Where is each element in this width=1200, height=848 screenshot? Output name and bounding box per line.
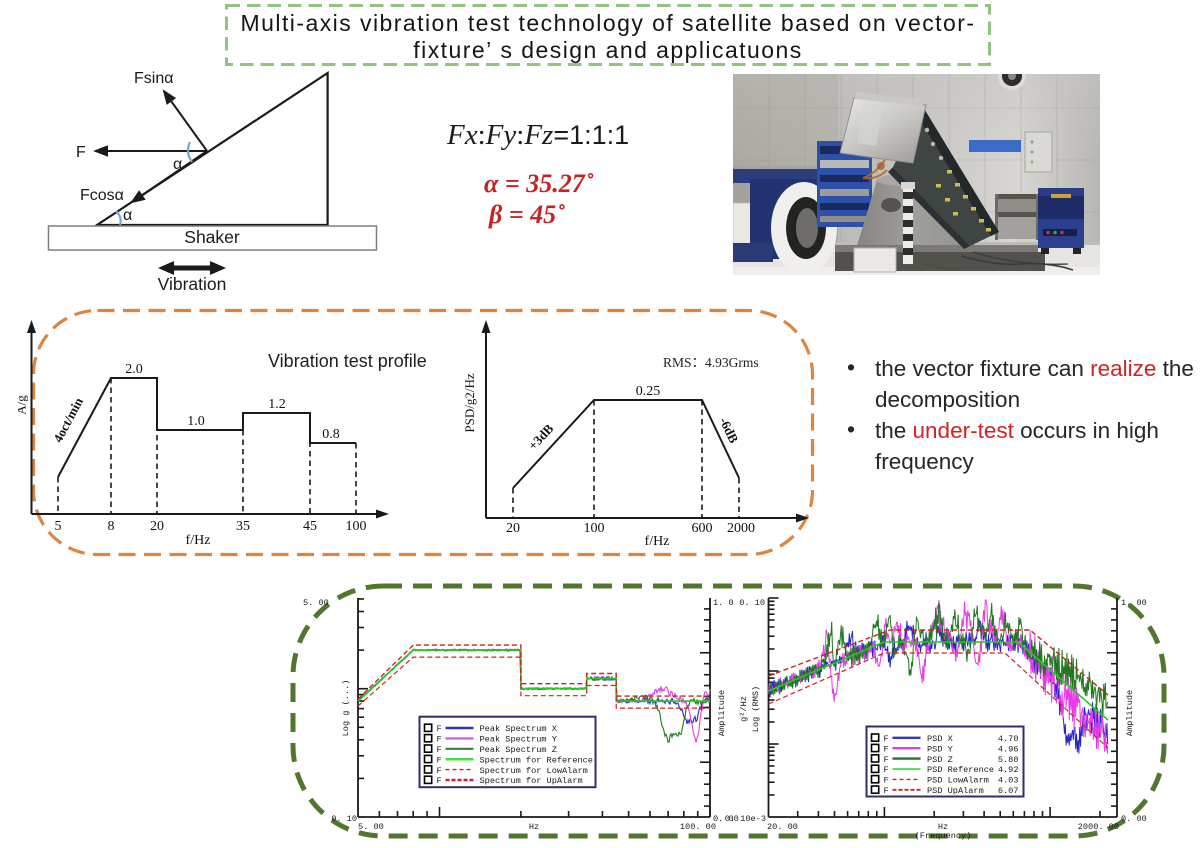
svg-text:F: F xyxy=(437,735,442,745)
svg-text:1. 0: 1. 0 xyxy=(713,598,734,608)
svg-text:A/g: A/g xyxy=(18,395,29,415)
svg-text:PSD Y: PSD Y xyxy=(927,744,953,754)
svg-text:F: F xyxy=(437,755,442,765)
svg-text:Log (RMS): Log (RMS) xyxy=(751,686,761,732)
svg-text:Log g (...): Log g (...) xyxy=(341,680,351,737)
svg-text:Spectrum for Reference: Spectrum for Reference xyxy=(480,755,593,765)
svg-text:5. 00: 5. 00 xyxy=(358,822,384,832)
svg-text:Spectrum for LowAlarm: Spectrum for LowAlarm xyxy=(480,766,588,776)
svg-text:45: 45 xyxy=(303,519,317,534)
svg-text:F: F xyxy=(437,724,442,734)
svg-text:F: F xyxy=(884,755,889,765)
svg-text:35: 35 xyxy=(236,519,250,534)
svg-text:PSD Reference: PSD Reference xyxy=(927,765,994,775)
svg-text:100: 100 xyxy=(584,521,605,536)
svg-text:PSD UpAlarm: PSD UpAlarm xyxy=(927,786,984,796)
svg-text:0. 10: 0. 10 xyxy=(331,814,357,824)
svg-text:0.25: 0.25 xyxy=(636,384,661,399)
svg-text:5: 5 xyxy=(55,519,62,534)
svg-text:Amplitude: Amplitude xyxy=(717,690,727,736)
svg-text:Peak Spectrum Z: Peak Spectrum Z xyxy=(480,745,557,755)
svg-text:F: F xyxy=(76,144,86,161)
svg-text:0. 00: 0. 00 xyxy=(1121,814,1147,824)
svg-text:0. 00: 0. 00 xyxy=(713,814,739,824)
svg-text:F: F xyxy=(437,766,442,776)
svg-text:PSD/g2/Hz: PSD/g2/Hz xyxy=(462,373,477,432)
svg-text:2.0: 2.0 xyxy=(125,362,143,377)
svg-text:Hz: Hz xyxy=(529,822,539,832)
svg-text:F: F xyxy=(884,786,889,796)
svg-text:20. 00: 20. 00 xyxy=(767,822,798,832)
svg-text:PSD Z: PSD Z xyxy=(927,755,953,765)
svg-text:600: 600 xyxy=(692,521,713,536)
svg-text:1.0: 1.0 xyxy=(187,414,205,429)
svg-text:5. 00: 5. 00 xyxy=(303,598,329,608)
svg-text:F: F xyxy=(437,776,442,786)
svg-text:Fsinα: Fsinα xyxy=(134,70,173,87)
svg-text:Vibration: Vibration xyxy=(158,274,227,294)
svg-text:Peak Spectrum X: Peak Spectrum X xyxy=(480,724,557,734)
svg-text:8: 8 xyxy=(108,519,115,534)
svg-text:+3dB: +3dB xyxy=(525,421,557,453)
svg-text:F: F xyxy=(884,744,889,754)
svg-text:20: 20 xyxy=(150,519,164,534)
svg-text:4.96: 4.96 xyxy=(998,744,1019,754)
svg-text:1.2: 1.2 xyxy=(268,397,286,412)
svg-text:F: F xyxy=(884,776,889,786)
svg-text:Amplitude: Amplitude xyxy=(1125,690,1135,736)
svg-text:f/Hz: f/Hz xyxy=(186,533,211,548)
svg-text:4oct/min: 4oct/min xyxy=(50,394,86,444)
svg-text:0. 10: 0. 10 xyxy=(739,598,765,608)
svg-text:F: F xyxy=(884,765,889,775)
svg-text:2000: 2000 xyxy=(727,521,755,536)
svg-text:g²/Hz: g²/Hz xyxy=(739,696,749,722)
svg-text:20: 20 xyxy=(506,521,520,536)
svg-text:Hz: Hz xyxy=(938,822,948,832)
svg-text:α: α xyxy=(123,207,132,224)
svg-text:4.92: 4.92 xyxy=(998,765,1019,775)
svg-text:0.8: 0.8 xyxy=(322,427,340,442)
svg-text:Spectrum for UpAlarm: Spectrum for UpAlarm xyxy=(480,776,583,786)
svg-text:F: F xyxy=(437,745,442,755)
svg-text:Shaker: Shaker xyxy=(184,227,240,247)
svg-text:PSD X: PSD X xyxy=(927,734,953,744)
svg-text:f/Hz: f/Hz xyxy=(645,534,670,549)
svg-text:5.80: 5.80 xyxy=(998,755,1019,765)
svg-text:Peak Spectrum Y: Peak Spectrum Y xyxy=(480,735,557,745)
svg-text:4.03: 4.03 xyxy=(998,776,1019,786)
svg-text:100. 00: 100. 00 xyxy=(680,822,716,832)
svg-text:6.07: 6.07 xyxy=(998,786,1019,796)
svg-text:0. 10e-3: 0. 10e-3 xyxy=(725,814,766,824)
svg-text:F: F xyxy=(884,734,889,744)
svg-text:2000. 00: 2000. 00 xyxy=(1078,822,1119,832)
svg-text:(Frequency): (Frequency) xyxy=(915,831,972,841)
svg-text:PSD LowAlarm: PSD LowAlarm xyxy=(927,776,989,786)
svg-text:1. 00: 1. 00 xyxy=(1121,598,1147,608)
svg-text:4.70: 4.70 xyxy=(998,734,1019,744)
svg-text:Fcosα: Fcosα xyxy=(80,187,124,204)
svg-text:-6dB: -6dB xyxy=(716,415,741,446)
svg-text:100: 100 xyxy=(346,519,367,534)
svg-text:α: α xyxy=(173,156,182,173)
